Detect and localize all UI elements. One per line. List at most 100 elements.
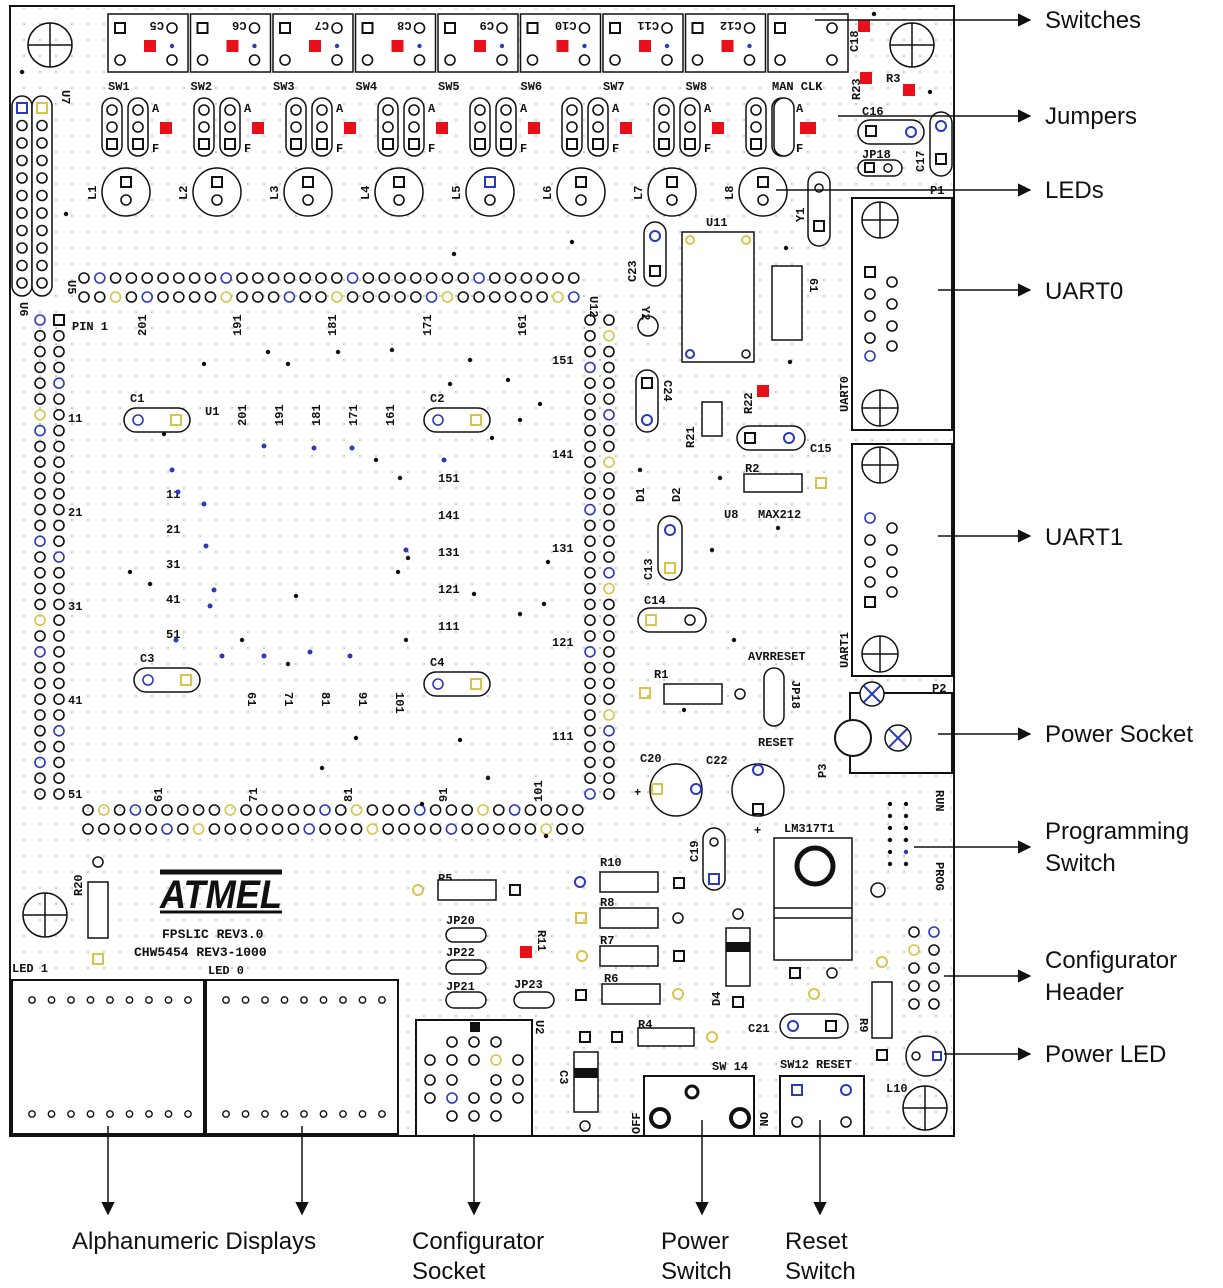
pad bbox=[34, 377, 46, 390]
display-pin bbox=[300, 1110, 308, 1118]
pad bbox=[240, 823, 252, 835]
pad bbox=[198, 138, 210, 150]
pad bbox=[366, 823, 379, 835]
display-pin bbox=[86, 996, 95, 1004]
pad bbox=[886, 566, 898, 578]
pad bbox=[53, 456, 65, 469]
led bbox=[192, 167, 242, 217]
pin-number: 101 bbox=[392, 692, 406, 714]
pad bbox=[908, 962, 920, 974]
pad bbox=[757, 194, 769, 206]
pad bbox=[331, 22, 343, 34]
power-socket-part: P2 P3 bbox=[816, 681, 953, 778]
pad bbox=[603, 724, 615, 737]
pad bbox=[571, 823, 584, 835]
pad bbox=[886, 320, 898, 332]
pad bbox=[492, 804, 505, 816]
pad bbox=[34, 472, 46, 484]
via bbox=[127, 569, 133, 575]
pad bbox=[82, 804, 94, 816]
pad bbox=[36, 172, 48, 184]
pin-number: 101 bbox=[532, 780, 546, 802]
via bbox=[505, 377, 511, 383]
pad bbox=[575, 194, 587, 206]
reset-switch-part: SW12 RESET bbox=[779, 1058, 865, 1137]
pad bbox=[198, 104, 210, 116]
led bbox=[647, 167, 697, 217]
pad bbox=[204, 272, 217, 284]
pad bbox=[424, 1054, 436, 1066]
via bbox=[293, 593, 299, 599]
pad bbox=[446, 1110, 458, 1122]
via bbox=[403, 637, 409, 643]
pad bbox=[334, 823, 347, 835]
pad bbox=[16, 224, 28, 237]
jumper-pin-a: A bbox=[336, 102, 344, 116]
display-pin bbox=[222, 1110, 230, 1118]
pad bbox=[362, 272, 375, 284]
pad bbox=[16, 154, 28, 167]
pad bbox=[36, 259, 48, 272]
pad bbox=[603, 393, 615, 405]
jumper bbox=[679, 97, 701, 157]
pad bbox=[584, 756, 596, 769]
pad bbox=[571, 804, 584, 816]
pad bbox=[129, 823, 142, 835]
pad bbox=[864, 332, 876, 344]
pad bbox=[198, 121, 210, 133]
pin-number: 21 bbox=[68, 506, 82, 520]
pad bbox=[315, 272, 327, 284]
via bbox=[252, 43, 257, 49]
pad bbox=[413, 804, 426, 816]
pad bbox=[251, 272, 264, 284]
pad bbox=[864, 512, 876, 524]
pad bbox=[316, 104, 328, 116]
pad bbox=[53, 472, 65, 484]
pad bbox=[36, 189, 48, 202]
pad bbox=[488, 272, 501, 284]
pin bbox=[903, 861, 909, 867]
pin bbox=[903, 849, 909, 855]
pad bbox=[886, 340, 898, 352]
pad bbox=[750, 138, 762, 150]
jumper-red-pad bbox=[712, 122, 724, 134]
pad bbox=[603, 314, 615, 326]
cap-label: C9 bbox=[480, 18, 494, 32]
pad bbox=[908, 998, 920, 1010]
pad bbox=[290, 121, 302, 133]
p1-label: P1 bbox=[930, 184, 944, 198]
pad bbox=[34, 788, 46, 800]
svg-text:LM317T1: LM317T1 bbox=[784, 822, 834, 836]
callout-configurator-header-line1: Configurator bbox=[1045, 947, 1177, 974]
jumper-pin-f: F bbox=[244, 142, 251, 156]
pad bbox=[928, 962, 940, 974]
pad bbox=[16, 277, 28, 289]
svg-text:PROG: PROG bbox=[932, 862, 946, 891]
pin-number: 91 bbox=[437, 788, 451, 802]
via bbox=[787, 359, 793, 365]
display-pin bbox=[184, 1110, 192, 1118]
pad bbox=[429, 804, 442, 816]
pad bbox=[287, 823, 300, 835]
jumper-pin-f: F bbox=[704, 142, 711, 156]
switch-red-pad bbox=[226, 40, 239, 52]
via bbox=[261, 653, 267, 659]
pin-number: 121 bbox=[552, 636, 574, 650]
svg-text:C24: C24 bbox=[660, 380, 674, 402]
svg-text:ATMEL: ATMEL bbox=[159, 873, 282, 917]
pin-number: 31 bbox=[166, 558, 180, 572]
jumper-pin-f: F bbox=[428, 142, 435, 156]
display-pin bbox=[106, 1110, 114, 1118]
jumper bbox=[101, 97, 123, 157]
jumper bbox=[311, 97, 333, 157]
via bbox=[63, 211, 69, 217]
pad bbox=[864, 534, 876, 546]
pad bbox=[106, 121, 118, 133]
display-pin bbox=[378, 1110, 386, 1118]
pad bbox=[886, 276, 898, 288]
c16-body bbox=[857, 119, 925, 145]
pad bbox=[603, 677, 615, 690]
pad bbox=[53, 424, 65, 437]
pin-number: 41 bbox=[166, 593, 180, 607]
pin bbox=[887, 837, 893, 843]
